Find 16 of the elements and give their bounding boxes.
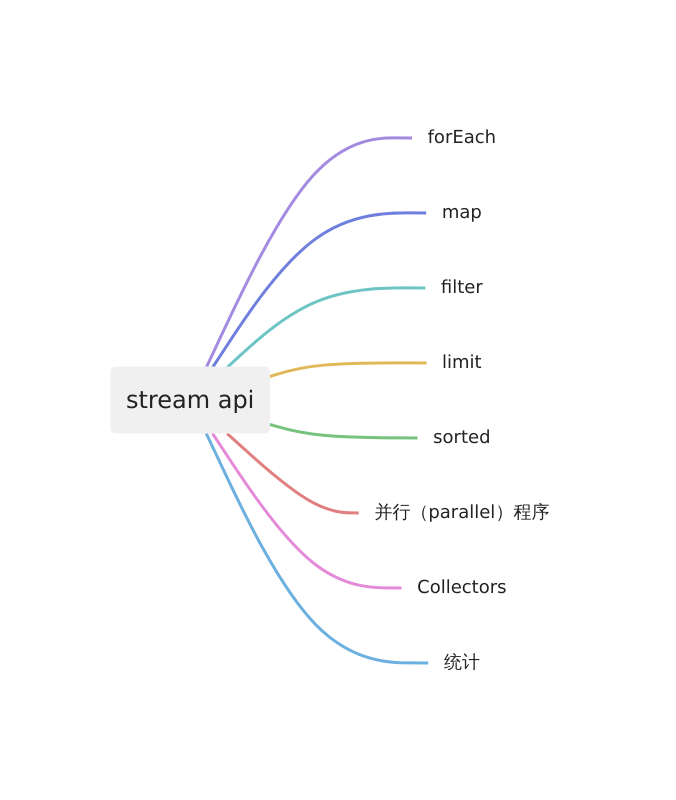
- connector: [270, 422, 419, 440]
- node-text: Collectors: [417, 577, 507, 598]
- connector: [212, 211, 428, 368]
- connector: [212, 432, 403, 590]
- connector: [205, 136, 414, 368]
- connector: [205, 432, 430, 664]
- node-text: map: [442, 202, 482, 223]
- node-text: filter: [441, 277, 484, 298]
- node-text: 并行（parallel）程序: [374, 502, 550, 523]
- connector: [270, 361, 428, 378]
- connector: [226, 286, 427, 369]
- node-text: sorted: [433, 427, 491, 448]
- node-text: forEach: [428, 127, 496, 148]
- node-text: 统计: [444, 652, 480, 673]
- node-text: limit: [442, 352, 482, 373]
- connector: [226, 432, 360, 514]
